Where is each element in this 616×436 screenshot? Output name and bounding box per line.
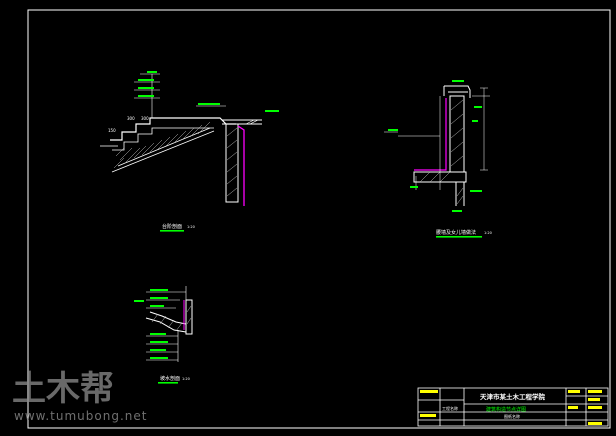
- watermark: 土木帮 www.tumubong.net: [12, 369, 147, 423]
- svg-text:300: 300: [141, 116, 149, 121]
- wall-section-caption: 腰墙及女儿墙做法: [436, 229, 476, 236]
- steps-section-scale: 1:20: [187, 225, 195, 229]
- drawing-frame: [27, 9, 611, 429]
- slope-section-drawing: [134, 286, 193, 362]
- slope-section-caption: 坡水剖面: [160, 375, 180, 382]
- title-block-drawing-name: 建筑构造节点详图: [486, 406, 526, 413]
- title-block-project-label: 工程名称: [442, 405, 458, 411]
- title-block: [417, 387, 609, 427]
- watermark-url: www.tumubong.net: [14, 409, 147, 423]
- title-block-small-label: 图纸名称: [504, 413, 520, 419]
- watermark-logo: 土木帮: [12, 369, 114, 409]
- svg-text:150: 150: [108, 128, 116, 133]
- steps-caption-underline: [160, 230, 184, 232]
- title-block-school: 天津市某土木工程学院: [480, 392, 546, 401]
- slope-section-scale: 1:20: [182, 377, 190, 381]
- slope-caption-underline: [158, 382, 178, 384]
- wall-section-scale: 1:20: [484, 231, 492, 235]
- svg-text:300: 300: [127, 116, 135, 121]
- wall-caption-underline: [436, 236, 482, 238]
- wall-section-drawing: [384, 80, 490, 212]
- steps-section-drawing: 300 300 150: [100, 71, 279, 206]
- steps-section-caption: 台阶剖面: [162, 223, 182, 230]
